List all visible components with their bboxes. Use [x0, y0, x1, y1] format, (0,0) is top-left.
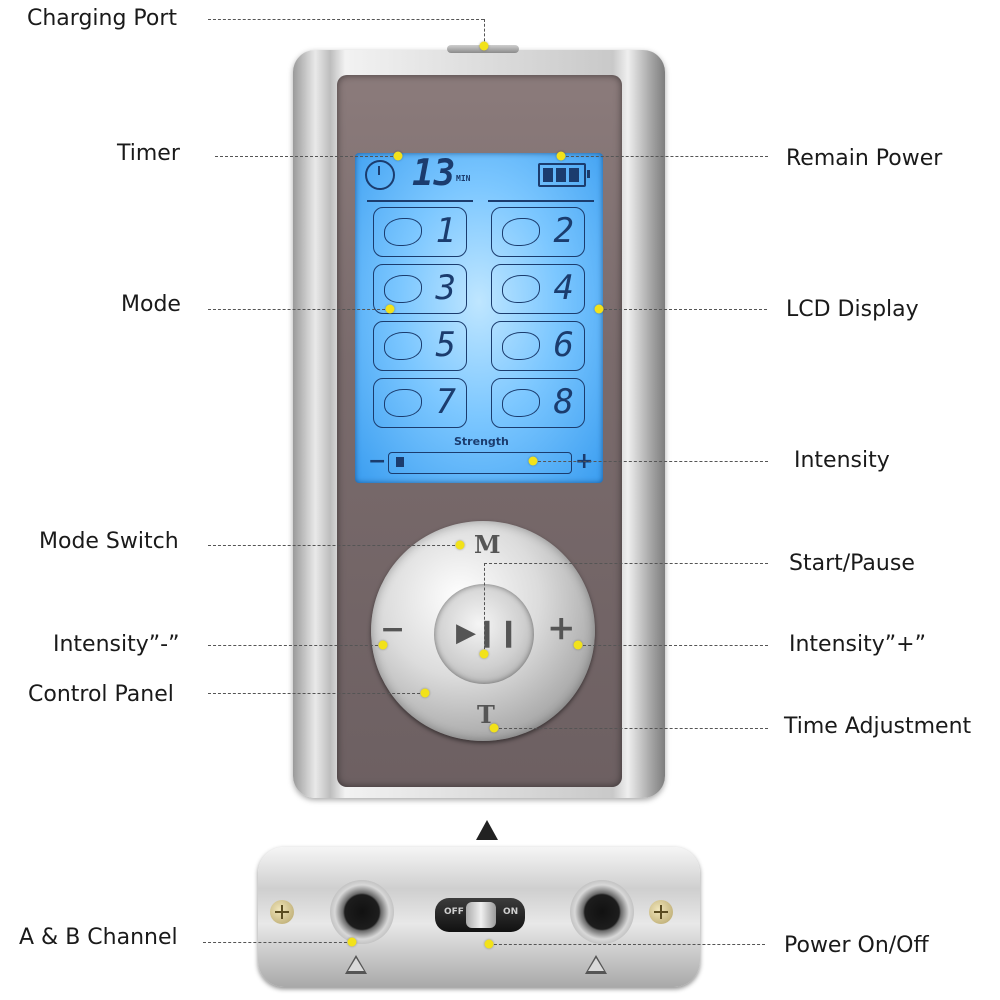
- label-charging-port: Charging Port: [27, 6, 178, 31]
- callout-dot: [556, 151, 566, 161]
- timer-unit: MIN: [456, 174, 471, 183]
- mode-tile: 3: [373, 264, 467, 314]
- callout-dot: [347, 937, 357, 947]
- mode-number: 3: [435, 268, 456, 308]
- body-part-icon: [384, 218, 422, 246]
- callout-dot: [385, 304, 395, 314]
- channel-a-jack: [330, 880, 394, 944]
- callout-dot: [479, 41, 489, 51]
- leader-line: [578, 645, 768, 646]
- body-part-icon: [384, 389, 422, 417]
- callout-dot: [594, 304, 604, 314]
- leader-line: [208, 19, 484, 20]
- intensity-bar: [388, 452, 572, 474]
- leader-line: [484, 19, 485, 46]
- label-intensity-minus: Intensity”-”: [53, 632, 180, 657]
- body-part-icon: [384, 332, 422, 360]
- callout-dot: [528, 456, 538, 466]
- mode-number: 2: [553, 211, 574, 251]
- callout-dot: [573, 640, 583, 650]
- label-remain-power: Remain Power: [786, 146, 943, 171]
- leader-line: [533, 461, 768, 462]
- mode-switch-button[interactable]: M: [474, 530, 501, 559]
- body-part-icon: [502, 275, 540, 303]
- screw-icon: [270, 900, 294, 924]
- battery-icon: [538, 163, 590, 187]
- mode-number: 6: [553, 325, 574, 365]
- leader-line: [208, 309, 390, 310]
- mode-number: 8: [553, 382, 574, 422]
- mode-tile: 7: [373, 378, 467, 428]
- label-timer: Timer: [117, 141, 180, 166]
- label-power-onoff: Power On/Off: [784, 933, 929, 958]
- callout-dot: [378, 640, 388, 650]
- mode-number: 4: [553, 268, 574, 308]
- label-mode: Mode: [121, 292, 181, 317]
- leader-line: [561, 156, 768, 157]
- label-start-pause: Start/Pause: [789, 551, 915, 576]
- power-switch-knob[interactable]: [466, 902, 496, 928]
- channel-b-jack: [570, 880, 634, 944]
- leader-line: [208, 545, 460, 546]
- switch-off-label: OFF: [444, 907, 464, 917]
- leader-line: [484, 563, 768, 564]
- callout-dot: [420, 688, 430, 698]
- leader-line: [208, 645, 383, 646]
- body-part-icon: [502, 389, 540, 417]
- label-intensity-plus: Intensity”+”: [789, 632, 926, 657]
- lcd-display: [355, 153, 603, 483]
- callout-dot: [393, 151, 403, 161]
- leader-line: [494, 728, 768, 729]
- leader-line: [203, 942, 352, 943]
- callout-dot: [479, 649, 489, 659]
- mode-tile: 1: [373, 207, 467, 257]
- leader-line: [484, 563, 485, 654]
- label-time-adjustment: Time Adjustment: [784, 714, 972, 739]
- screw-icon: [649, 900, 673, 924]
- mode-tile: 6: [491, 321, 585, 371]
- leader-line: [208, 693, 425, 694]
- clock-icon: [365, 160, 395, 190]
- timer-value: 13: [412, 153, 456, 194]
- intensity-bar-fill: [396, 457, 404, 467]
- mode-tile: 2: [491, 207, 585, 257]
- label-control-panel: Control Panel: [28, 682, 174, 707]
- mode-tile: 4: [491, 264, 585, 314]
- strength-label: Strength: [454, 435, 509, 448]
- callout-dot: [489, 723, 499, 733]
- mode-tile: 8: [491, 378, 585, 428]
- warning-icon: [345, 955, 367, 974]
- mode-tile: 5: [373, 321, 467, 371]
- label-ab-channel: A & B Channel: [19, 925, 178, 950]
- body-part-icon: [502, 218, 540, 246]
- body-part-icon: [502, 332, 540, 360]
- leader-line: [215, 156, 398, 157]
- pointer-arrow-icon: [476, 820, 498, 840]
- strength-minus: −: [368, 449, 387, 474]
- label-intensity: Intensity: [794, 448, 890, 473]
- callout-dot: [455, 540, 465, 550]
- callout-dot: [484, 939, 494, 949]
- mode-number: 7: [435, 382, 456, 422]
- label-mode-switch: Mode Switch: [39, 529, 179, 554]
- body-part-icon: [384, 275, 422, 303]
- mode-number: 1: [435, 211, 456, 251]
- leader-line: [489, 944, 765, 945]
- label-lcd-display: LCD Display: [786, 297, 919, 322]
- time-adjust-button[interactable]: T: [477, 700, 495, 729]
- play-pause-icon: ▶❙❙: [456, 618, 520, 648]
- lcd-divider: [367, 200, 473, 202]
- intensity-plus-button[interactable]: +: [547, 608, 576, 648]
- warning-icon: [585, 955, 607, 974]
- mode-number: 5: [435, 325, 456, 365]
- switch-on-label: ON: [503, 907, 519, 917]
- leader-line: [599, 309, 767, 310]
- lcd-divider: [488, 200, 594, 202]
